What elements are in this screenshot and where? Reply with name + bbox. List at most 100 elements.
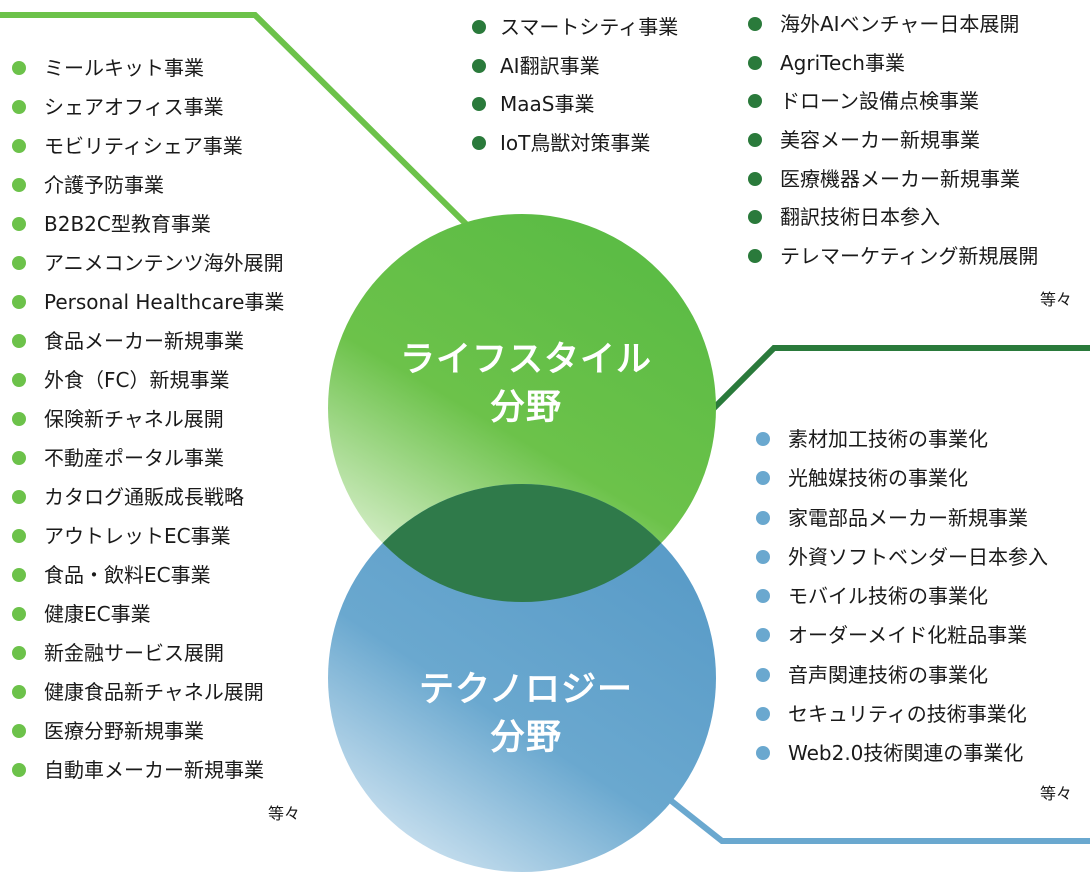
bullet-dot-icon: [472, 97, 486, 111]
lifestyle-circle-label: ライフスタイル 分野: [376, 336, 676, 432]
technology-list-item: Web2.0技術関連の事業化: [752, 741, 1048, 780]
lifestyle-list-item-label: 介護予防事業: [44, 173, 164, 197]
technology-list-item-label: 素材加工技術の事業化: [788, 427, 988, 451]
bullet-dot-icon: [12, 646, 26, 660]
overlap-right-list-item-label: 医療機器メーカー新規事業: [780, 166, 1020, 191]
bullet-dot-icon: [748, 249, 762, 264]
lifestyle-list-item: 健康食品新チャネル展開: [8, 680, 284, 719]
bullet-dot-icon: [12, 256, 26, 270]
technology-connector-line: [653, 785, 1090, 844]
bullet-dot-icon: [12, 217, 26, 231]
overlap-right-list-item-label: 翻訳技術日本参入: [780, 205, 940, 230]
technology-list-item: 外資ソフトベンダー日本参入: [752, 545, 1048, 584]
lifestyle-list-item-label: 食品・飲料EC事業: [44, 563, 211, 587]
overlap-middle-list-item-label: スマートシティ事業: [500, 15, 679, 39]
bullet-dot-icon: [748, 210, 762, 225]
overlap-right-list-item: テレマーケティング新規展開: [744, 244, 1038, 283]
lifestyle-list-item: 新金融サービス展開: [8, 641, 284, 680]
lifestyle-list-item-label: ミールキット事業: [44, 56, 204, 80]
bullet-dot-icon: [472, 135, 486, 150]
lifestyle-list-item: 外食（FC）新規事業: [8, 368, 284, 407]
lifestyle-list-item: 医療分野新規事業: [8, 719, 284, 758]
overlap-right-list-item-label: テレマーケティング新規展開: [780, 244, 1039, 269]
bullet-dot-icon: [12, 724, 26, 738]
technology-circle: [328, 484, 716, 872]
lifestyle-list-item-label: 不動産ポータル事業: [44, 446, 224, 470]
technology-list-item-label: 家電部品メーカー新規事業: [788, 505, 1028, 530]
lifestyle-title: ライフスタイル: [399, 340, 652, 380]
technology-title: テクノロジー: [419, 670, 633, 710]
lifestyle-list-item: B2B2C型教育事業: [8, 212, 284, 251]
technology-list-item-label: 音声関連技術の事業化: [788, 662, 988, 687]
bullet-dot-icon: [12, 334, 26, 348]
overlap-right-list-item: ドローン設備点検事業: [744, 89, 1038, 128]
lifestyle-etc-note: 等々: [268, 804, 301, 823]
overlap-middle-list-item-label: MaaS事業: [500, 92, 595, 116]
lifestyle-list-item-label: 自動車メーカー新規事業: [44, 758, 264, 782]
technology-list-item: オーダーメイド化粧品事業: [752, 623, 1048, 662]
technology-list-item: 音声関連技術の事業化: [752, 663, 1048, 702]
technology-list-item-label: セキュリティの技術事業化: [788, 702, 1027, 727]
technology-list-item: セキュリティの技術事業化: [752, 702, 1048, 741]
lifestyle-list-item-label: 新金融サービス展開: [44, 641, 224, 665]
lifestyle-list-item-label: 健康食品新チャネル展開: [44, 680, 264, 704]
lifestyle-list-item: カタログ通販成長戦略: [8, 485, 284, 524]
bullet-dot-icon: [748, 133, 762, 148]
bullet-dot-icon: [756, 628, 770, 643]
bullet-dot-icon: [472, 58, 486, 73]
lifestyle-list-item: 健康EC事業: [8, 602, 284, 641]
technology-list-item-label: Web2.0技術関連の事業化: [788, 741, 1024, 766]
bullet-dot-icon: [12, 490, 26, 504]
lifestyle-list-item: 不動産ポータル事業: [8, 446, 284, 485]
lifestyle-list-item-label: アウトレットEC事業: [44, 524, 231, 548]
lifestyle-connector-line: [0, 12, 469, 227]
technology-list-item-label: モバイル技術の事業化: [788, 584, 988, 609]
lifestyle-list-item: 食品メーカー新規事業: [8, 329, 284, 368]
bullet-dot-icon: [12, 412, 26, 426]
bullet-dot-icon: [12, 295, 26, 309]
bullet-dot-icon: [756, 589, 770, 604]
overlap-etc-note: 等々: [1040, 290, 1073, 309]
overlap-right-list-item-label: 美容メーカー新規事業: [780, 128, 980, 153]
bullet-dot-icon: [756, 746, 770, 761]
lifestyle-circle: [328, 214, 716, 602]
bullet-dot-icon: [12, 529, 26, 543]
technology-list-item: 光触媒技術の事業化: [752, 466, 1048, 505]
bullet-dot-icon: [12, 568, 26, 582]
technology-list-item: 家電部品メーカー新規事業: [752, 506, 1048, 545]
lifestyle-list-item: アウトレットEC事業: [8, 524, 284, 563]
bullet-dot-icon: [12, 451, 26, 465]
bullet-dot-icon: [756, 549, 770, 564]
bullet-dot-icon: [12, 607, 26, 621]
bullet-dot-icon: [756, 471, 770, 486]
technology-list-item-label: オーダーメイド化粧品事業: [788, 623, 1028, 648]
bullet-dot-icon: [756, 432, 770, 446]
lifestyle-list-item-label: カタログ通販成長戦略: [44, 485, 244, 509]
overlap-right-list-item: AgriTech事業: [744, 51, 1038, 90]
technology-etc-note: 等々: [1040, 784, 1073, 803]
technology-business-list: 素材加工技術の事業化光触媒技術の事業化家電部品メーカー新規事業外資ソフトベンダー…: [752, 427, 1048, 781]
lifestyle-list-item-label: 医療分野新規事業: [44, 719, 204, 743]
lifestyle-list-item: ミールキット事業: [8, 56, 284, 95]
overlap-middle-list-item: AI翻訳事業: [468, 54, 678, 93]
lifestyle-list-item: 自動車メーカー新規事業: [8, 758, 284, 797]
overlap-right-list-item-label: 海外AIベンチャー日本展開: [780, 12, 1020, 36]
overlap-right-list-item: 医療機器メーカー新規事業: [744, 167, 1038, 206]
technology-list-item-label: 光触媒技術の事業化: [788, 466, 968, 491]
overlap-middle-list-item: スマートシティ事業: [468, 15, 678, 54]
overlap-middle-list-item: MaaS事業: [468, 92, 678, 131]
technology-list-item: モバイル技術の事業化: [752, 584, 1048, 623]
bullet-dot-icon: [12, 139, 26, 153]
bullet-dot-icon: [748, 94, 762, 109]
lifestyle-list-item-label: Personal Healthcare事業: [44, 290, 285, 314]
overlap-right-list-item-label: AgriTech事業: [780, 50, 905, 75]
lifestyle-list-item-label: 保険新チャネル展開: [44, 407, 224, 431]
bullet-dot-icon: [748, 171, 762, 186]
lifestyle-list-item: シェアオフィス事業: [8, 95, 284, 134]
bullet-dot-icon: [12, 178, 26, 192]
lifestyle-list-item-label: アニメコンテンツ海外展開: [44, 251, 284, 275]
overlap-right-list-item-label: ドローン設備点検事業: [780, 89, 979, 114]
lifestyle-list-item: モビリティシェア事業: [8, 134, 284, 173]
bullet-dot-icon: [12, 685, 26, 699]
